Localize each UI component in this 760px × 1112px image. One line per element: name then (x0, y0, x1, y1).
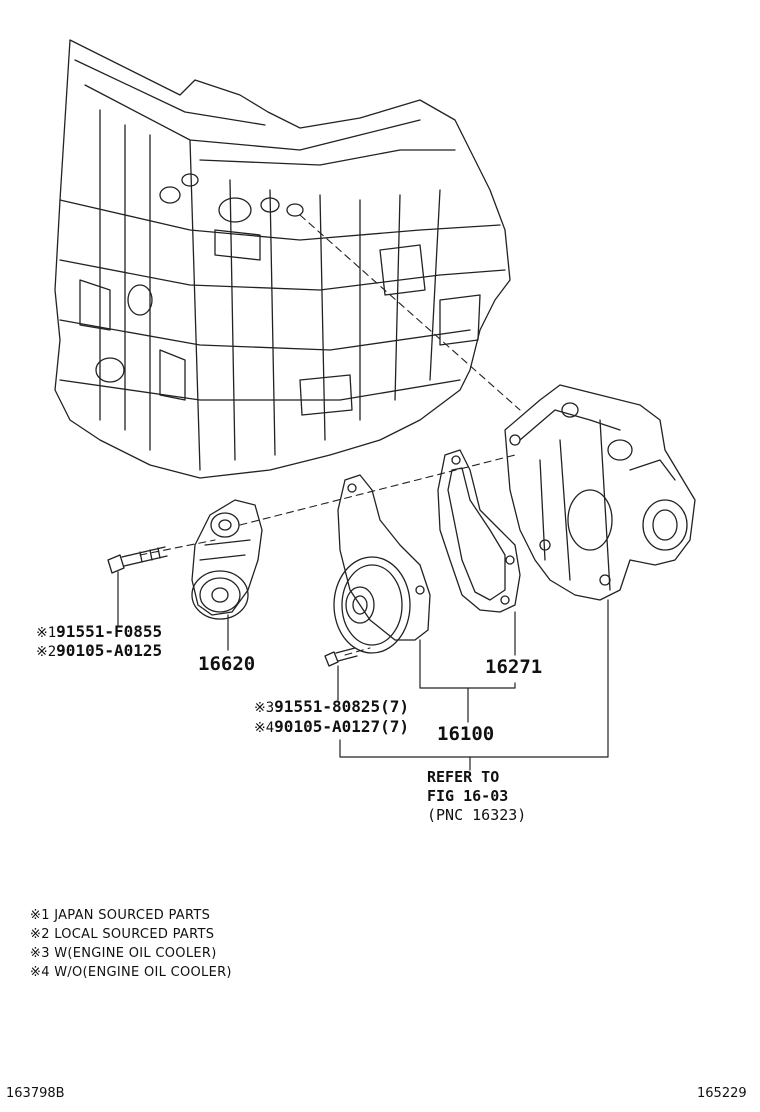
reference-line-1: REFER TO (427, 768, 500, 786)
callout-gasket: 16271 (485, 656, 543, 678)
alignment-dashed-lines (139, 214, 521, 656)
callout-tensioner-bolt-jp: ※191551-F0855 (36, 622, 163, 641)
reference-note: REFER TO FIG 16-03 (PNC 16323) (427, 768, 526, 825)
leader-lines (117, 571, 609, 771)
water-pump-housing-illustration (504, 384, 696, 601)
note-1: ※1 JAPAN SOURCED PARTS (30, 908, 211, 923)
note-2: ※2 LOCAL SOURCED PARTS (30, 927, 215, 942)
callout-water-pump-assy: 16100 (437, 723, 495, 745)
tensioner-bolt-illustration (107, 546, 168, 574)
note-3: ※3 W(ENGINE OIL COOLER) (30, 946, 217, 961)
water-pump-pulley-illustration (333, 474, 431, 654)
callout-pump-bolt-no-cooler: ※490105-A0127(7) (254, 717, 410, 736)
callout-tensioner: 16620 (198, 653, 256, 675)
engine-block-illustration (54, 39, 511, 479)
gasket-illustration (437, 449, 521, 613)
figure-id-left: 163798B (6, 1086, 65, 1101)
legend-notes: ※1 JAPAN SOURCED PARTS ※2 LOCAL SOURCED … (30, 906, 232, 982)
reference-line-2: FIG 16-03 (427, 787, 509, 805)
callout-tensioner-bolt-local: ※290105-A0125 (36, 641, 163, 660)
callout-pump-bolt-cooler: ※391551-80825(7) (254, 697, 410, 716)
figure-id-right: 165229 (697, 1086, 747, 1101)
pump-bolt-illustration (324, 647, 358, 667)
note-4: ※4 W/O(ENGINE OIL COOLER) (30, 965, 232, 980)
tensioner-illustration (191, 499, 263, 620)
reference-line-3: (PNC 16323) (427, 806, 527, 824)
